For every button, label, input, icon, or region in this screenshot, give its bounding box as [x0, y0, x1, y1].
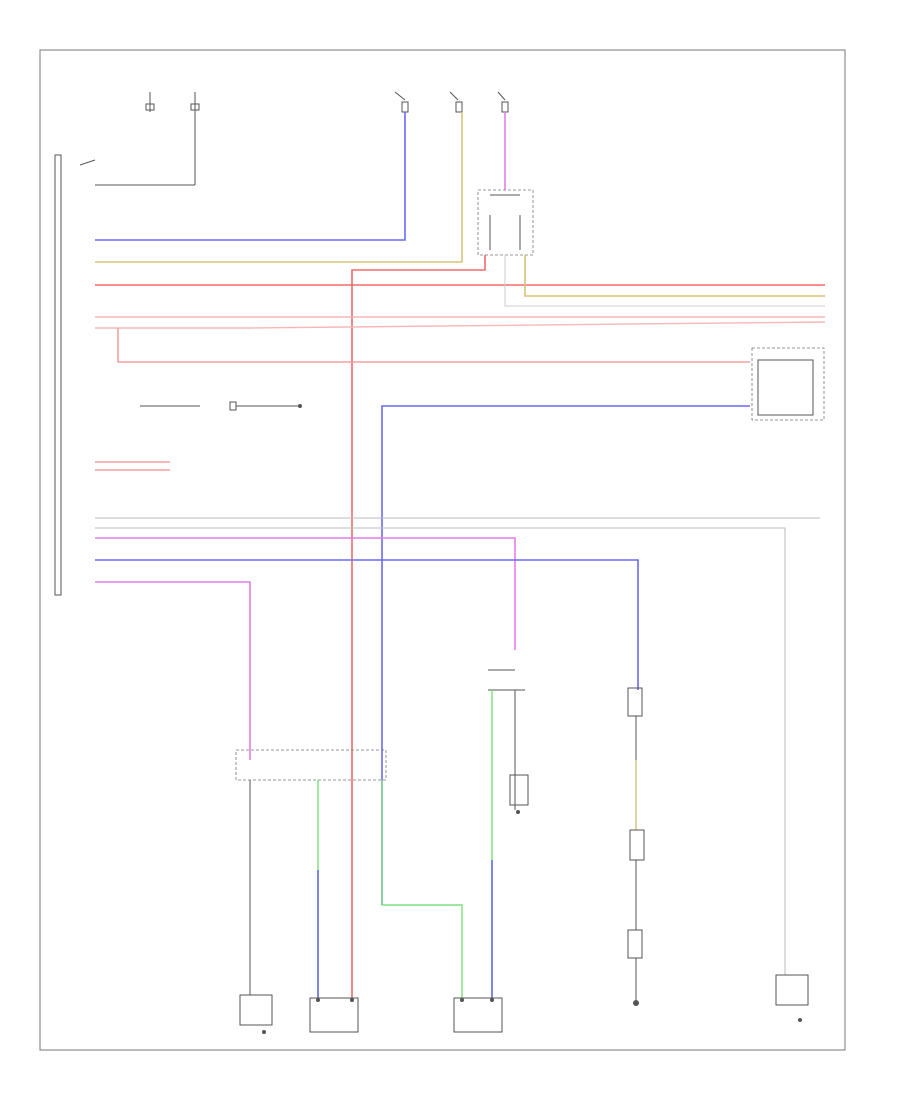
wire-gray-long-2	[95, 527, 786, 975]
wire-magenta-mid	[95, 537, 516, 650]
small-switch-row	[140, 401, 302, 411]
switch-top-left	[79, 159, 96, 166]
wire-gray-right	[504, 255, 825, 307]
right-door-key-switch	[775, 974, 809, 1022]
left-connector-block	[54, 154, 62, 596]
left-door-key-switch	[239, 780, 273, 1034]
wire-yellow-right	[524, 255, 825, 297]
luggage-switch	[627, 687, 645, 1006]
junction-block-connector	[235, 749, 387, 781]
right-junction-connector	[488, 669, 525, 691]
wire-yellow-top	[95, 112, 463, 263]
ground-point	[633, 1000, 639, 1006]
top-fuse-magenta	[497, 91, 509, 113]
diagram-frame	[39, 49, 846, 1051]
relay-block	[477, 189, 534, 256]
top-fuse-yellow	[449, 91, 463, 113]
top-left-fuse-2	[190, 92, 200, 185]
top-fuse-blue	[394, 91, 409, 113]
left-door-lock-motor	[309, 997, 359, 1033]
wire-green-bridge	[381, 780, 463, 1000]
transmission-control-module	[751, 347, 825, 421]
right-door-lock-motor	[453, 997, 503, 1033]
wire-blue-mid	[95, 559, 639, 690]
top-left-fuse-1	[145, 92, 155, 112]
wire-red-tcm	[117, 328, 750, 363]
wire-pink-3	[249, 321, 826, 329]
wire-blue-top	[95, 112, 406, 241]
wire-red-relay	[351, 255, 486, 1000]
right-door-switch	[509, 774, 529, 814]
wire-magenta-left	[95, 581, 251, 760]
wire-blue-tcm	[381, 405, 750, 905]
